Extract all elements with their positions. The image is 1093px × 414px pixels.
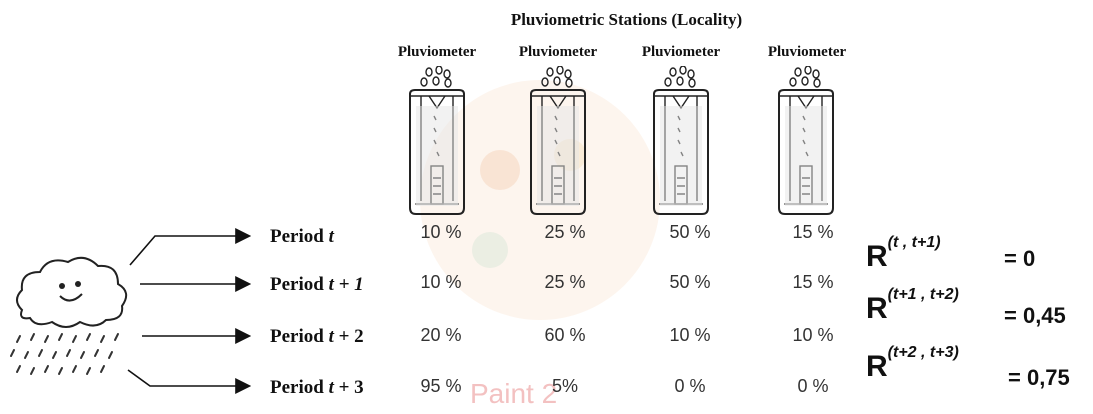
value-cell: 50 % — [669, 272, 711, 292]
value-cell: 50 % — [669, 222, 711, 242]
value-cell: 10 % — [669, 325, 711, 345]
period-label: Period t + 3 — [270, 377, 364, 398]
correlation-label: R(t , t+1) — [866, 234, 941, 273]
correlation-value: = 0,75 — [1008, 365, 1070, 390]
correlation-value: = 0 — [1004, 246, 1036, 271]
period-label: Period t + 2 — [270, 326, 364, 347]
pluviometer-label-1: Pluviometer — [397, 44, 477, 60]
arrow-icon — [127, 369, 252, 394]
pluviometer-icon — [653, 66, 709, 215]
value-cell: 10 % — [792, 325, 834, 345]
value-cell: 10 % — [420, 272, 462, 292]
pluviometer-label-4: Pluviometer — [767, 44, 847, 60]
pluviometer-icon — [778, 66, 834, 215]
value-cell: 15 % — [792, 272, 834, 292]
value-cell: 95 % — [420, 376, 462, 396]
value-cell: 10 % — [420, 222, 462, 242]
pluviometer-label-3: Pluviometer — [641, 44, 721, 60]
value-cell: 25 % — [544, 272, 586, 292]
pluviometer-label-2: Pluviometer — [518, 44, 598, 60]
value-cell: 0 % — [674, 376, 706, 396]
watermark-text: Paint 2 — [470, 378, 558, 409]
diagram-title: Pluviometric Stations (Locality) — [510, 10, 743, 29]
value-cell: 5% — [551, 376, 578, 396]
correlation-value: = 0,45 — [1004, 303, 1066, 328]
correlation-label: R(t+2 , t+3) — [866, 344, 959, 383]
period-label: Period t + 1 — [270, 274, 364, 295]
correlation-label: R(t+1 , t+2) — [866, 286, 959, 325]
value-cell: 25 % — [544, 222, 586, 242]
value-cell: 0 % — [797, 376, 829, 396]
pluviometer-icon — [530, 66, 586, 215]
rain-cloud-icon — [10, 256, 128, 375]
value-cell: 15 % — [792, 222, 834, 242]
value-cell: 20 % — [420, 325, 462, 345]
arrow-icon — [129, 228, 252, 266]
arrows — [127, 228, 252, 394]
pluviometer-icon — [409, 66, 465, 215]
period-label: Period t — [270, 226, 334, 247]
value-cell: 60 % — [544, 325, 586, 345]
